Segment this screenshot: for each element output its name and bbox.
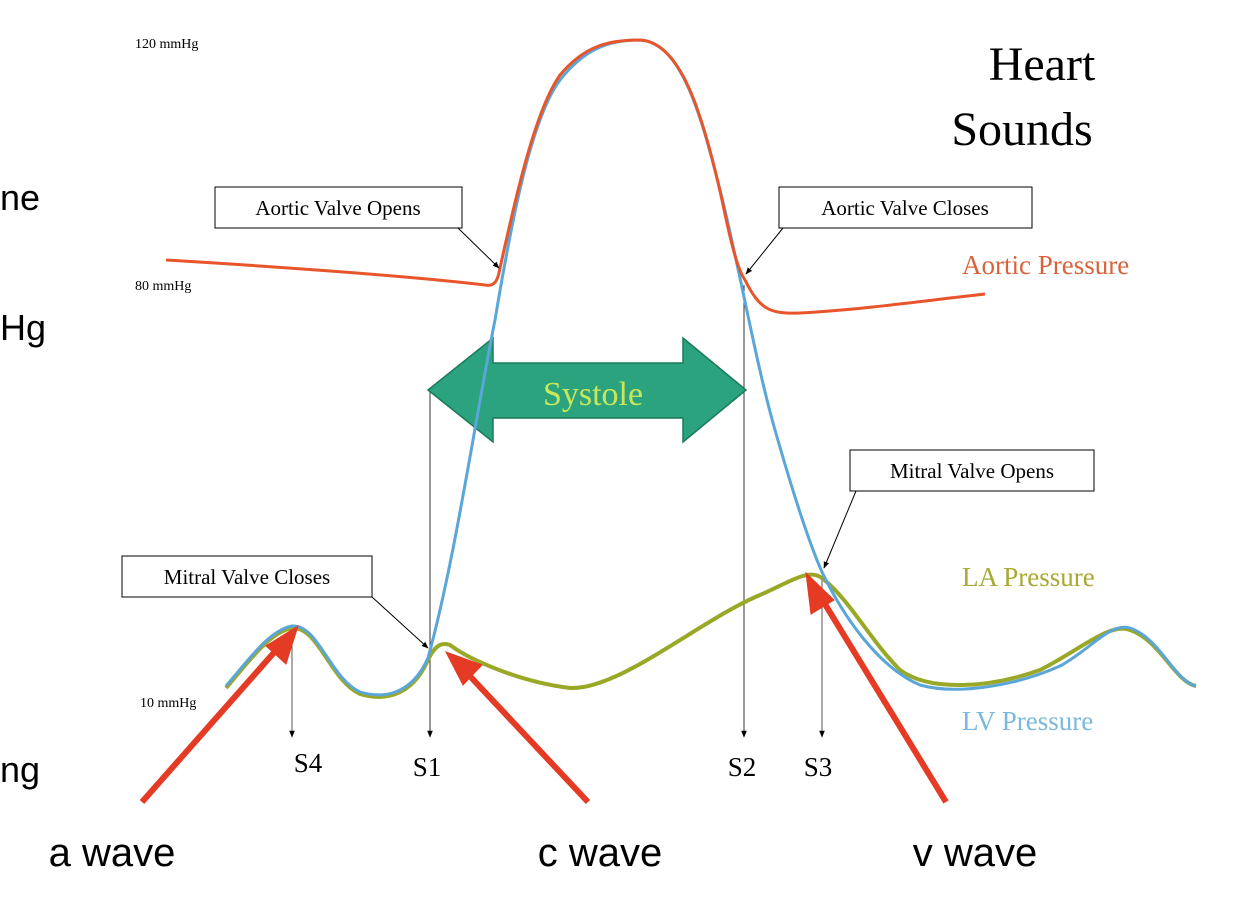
mitral-closes-pointer — [371, 596, 429, 649]
sound-label-s4: S4 — [294, 748, 323, 778]
mitral-opens-pointer — [823, 490, 857, 569]
pressure-label-10: 10 mmHg — [140, 696, 196, 711]
callout-aortic-opens-text: Aortic Valve Opens — [255, 196, 420, 220]
title-line-1: Heart — [989, 38, 1096, 91]
wave-label-a: a wave — [49, 831, 176, 875]
systole-arrow — [426, 336, 748, 444]
a-wave-arrow — [139, 646, 281, 804]
sound-label-s1: S1 — [413, 752, 442, 782]
wave-label-v: v wave — [913, 831, 1038, 875]
aortic-closes-pointer — [745, 227, 784, 275]
legend-aortic-pressure: Aortic Pressure — [962, 250, 1129, 280]
clipped-text-3: ng — [0, 749, 40, 790]
title-line-2: Sounds — [951, 103, 1092, 156]
callout-mitral-valve-closes: Mitral Valve Closes — [121, 555, 373, 598]
v-wave-arrowhead — [805, 571, 835, 615]
aortic-opens-pointer — [457, 227, 500, 269]
legend-lv-pressure: LV Pressure — [962, 706, 1093, 736]
callout-aortic-valve-opens: Aortic Valve Opens — [214, 186, 463, 229]
callout-mitral-closes-text: Mitral Valve Closes — [164, 565, 330, 589]
callout-mitral-valve-opens: Mitral Valve Opens — [849, 449, 1095, 492]
systole-label: Systole — [543, 376, 643, 413]
callout-aortic-closes-text: Aortic Valve Closes — [821, 196, 989, 220]
pressure-label-80: 80 mmHg — [135, 279, 191, 294]
a-wave-arrowhead — [265, 624, 299, 665]
callout-mitral-opens-text: Mitral Valve Opens — [890, 459, 1054, 483]
legend-la-pressure: LA Pressure — [962, 562, 1095, 592]
wave-arrows — [139, 571, 949, 805]
sound-label-s3: S3 — [804, 752, 833, 782]
sound-label-s2: S2 — [728, 752, 757, 782]
callout-aortic-valve-closes: Aortic Valve Closes — [778, 186, 1033, 229]
clipped-text-1: ne — [0, 177, 40, 218]
clipped-text-2: Hg — [0, 307, 46, 348]
v-wave-arrow — [817, 594, 949, 804]
wave-label-c: c wave — [538, 831, 663, 875]
pressure-label-120: 120 mmHg — [135, 37, 198, 52]
c-wave-arrowhead — [444, 651, 483, 686]
aortic-pressure-curve — [165, 38, 986, 315]
c-wave-arrow — [463, 669, 591, 805]
la-pressure-curve — [224, 572, 1197, 699]
